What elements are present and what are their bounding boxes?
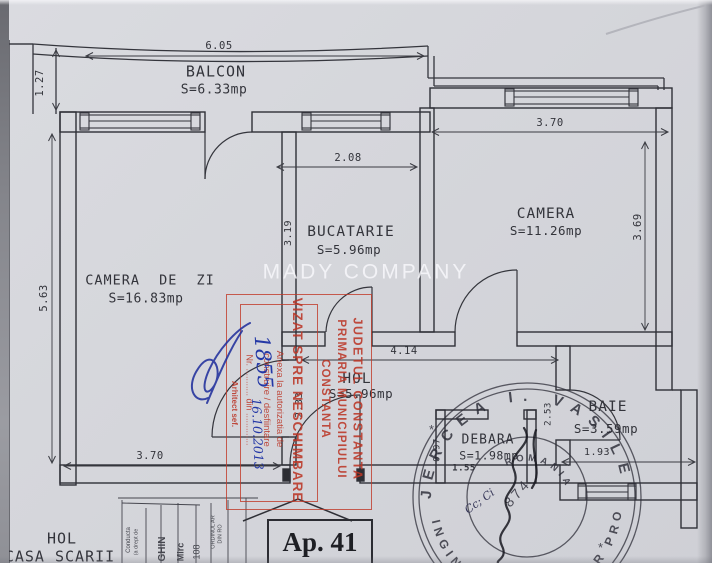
dim-debara-width2: 1.55	[452, 463, 476, 474]
round-stamp-star-left: *	[429, 422, 434, 437]
casa-scarii-line2: CASA SCARII	[5, 549, 115, 563]
watermark: MADY COMPANY	[262, 260, 470, 284]
photo-edge-bottom	[0, 556, 712, 563]
entrance-chevron	[242, 498, 353, 522]
room-label-camera: CAMERA	[516, 205, 576, 222]
dim-balcon-width: 6.05	[205, 39, 233, 52]
apartment-number-box: Ap. 41	[267, 519, 373, 563]
photo-edge-left	[0, 0, 9, 563]
apartment-number: Ap. 41	[282, 526, 358, 557]
room-label-bucatarie: BUCATARIE	[307, 223, 395, 240]
room-area-hol: S=5.96mp	[328, 385, 394, 401]
architect-signature	[190, 322, 251, 404]
sheet-border	[8, 40, 33, 563]
room-area-camera-de-zi: S=16.83mp	[108, 291, 184, 307]
dim-hol-width: 4.14	[390, 344, 418, 357]
casa-scarii-line1: HOL	[46, 529, 78, 548]
dim-baie-width: 1.93	[583, 447, 611, 458]
room-area-debara: S=1.98mp	[459, 448, 519, 463]
room-label-balcon: BALCON	[185, 62, 247, 81]
titleblock-lines	[118, 497, 258, 563]
doors	[204, 131, 621, 466]
municipal-stamp-inner-border	[240, 304, 318, 502]
dim-kitchen-width: 2.08	[334, 151, 362, 164]
room-area-balcon: S=6.33mp	[180, 82, 248, 98]
room-area-camera: S=11.26mp	[509, 222, 583, 238]
photo-edge-top	[0, 0, 712, 5]
dim-camera-width: 3.70	[536, 116, 564, 129]
round-stamp-star-right: *	[598, 540, 603, 555]
windows	[79, 88, 639, 501]
photo-edge-right	[697, 0, 712, 563]
room-label-camera-de-zi: CAMERA DE ZI	[85, 272, 215, 289]
dim-living-width: 3.70	[136, 449, 164, 462]
engineer-signature	[496, 426, 538, 563]
room-area-baie: S=3.59mp	[573, 420, 639, 436]
municipal-stamp-outer-border	[226, 294, 372, 510]
room-area-bucatarie: S=5.96mp	[316, 241, 382, 257]
room-label-baie: BAIE	[588, 398, 628, 415]
room-label-hol: HOL	[342, 370, 372, 387]
